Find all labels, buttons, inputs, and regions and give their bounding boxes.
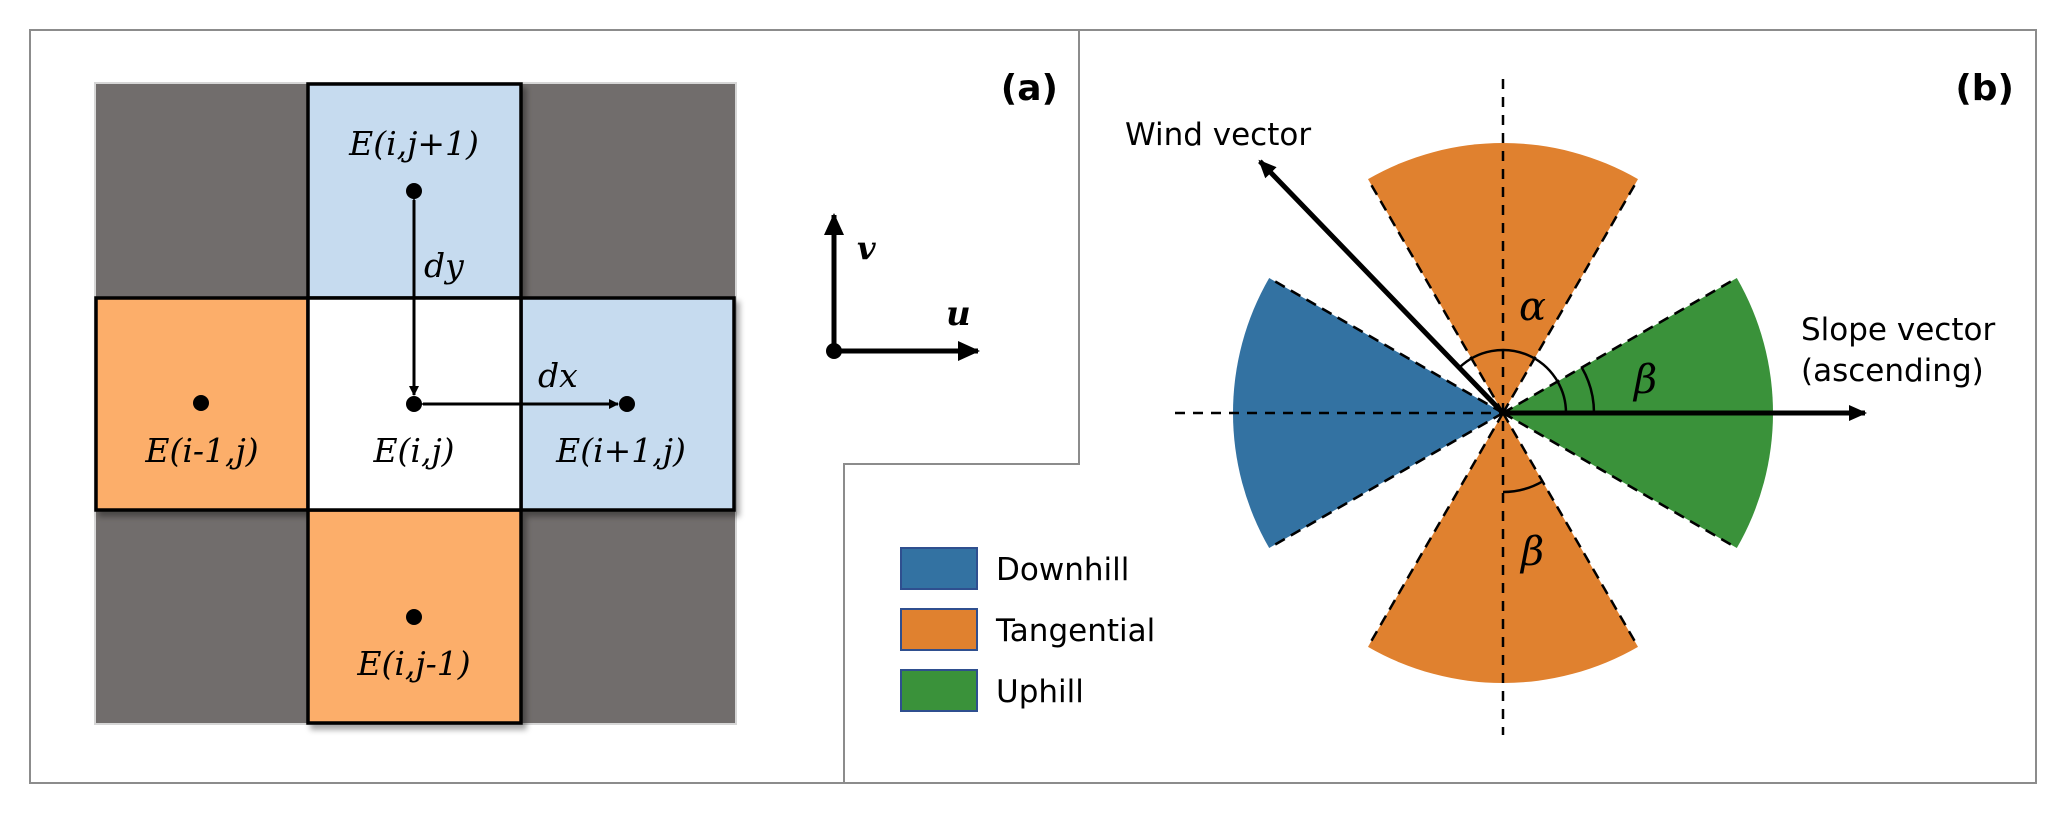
point-top — [406, 183, 422, 199]
sector-edge-uphill-cw — [1502, 411, 1738, 550]
beta-label-right: β — [1632, 357, 1657, 403]
v-axis-label: v — [857, 229, 876, 267]
wind-vector-label: Wind vector — [1125, 117, 1311, 153]
beta-angle-arc-right — [1580, 366, 1596, 414]
alpha-label: α — [1519, 284, 1546, 330]
sector-edge-tangential-top-ccw — [1366, 178, 1505, 414]
cell-center-label: E(i,j) — [372, 431, 454, 470]
legend-swatch-downhill — [900, 547, 978, 590]
sector-edge-downhill-cw — [1268, 276, 1504, 415]
beta-angle-arc-bottom — [1502, 480, 1544, 494]
alpha-angle-arc — [1458, 348, 1568, 414]
legend-label-uphill: Uphill — [996, 674, 1084, 710]
panel-a-label: (a) — [1001, 68, 1058, 109]
point-left — [193, 395, 209, 411]
sector-edge-downhill-ccw — [1268, 411, 1504, 550]
legend-label-tangential: Tangential — [995, 613, 1155, 649]
sector-edge-tangential-bottom-cw — [1366, 412, 1505, 648]
sector-downhill — [1232, 278, 1503, 548]
wind-vector-arrow — [1258, 159, 1505, 415]
u-axis-label: u — [946, 294, 971, 334]
dx-label: dx — [538, 356, 578, 395]
legend-swatch-uphill — [900, 669, 978, 712]
cell-right-label: E(i+1,j) — [555, 431, 686, 470]
dy-label: dy — [424, 246, 464, 285]
cell-bottom-label: E(i,j-1) — [356, 644, 470, 683]
legend-label-downhill: Downhill — [996, 552, 1129, 588]
cell-top-label: E(i,j+1) — [348, 124, 479, 163]
sector-edge-uphill-ccw — [1502, 276, 1738, 415]
slope-vector-label-line1: Slope vector — [1801, 312, 1995, 348]
panel-divider — [843, 30, 1080, 783]
point-center — [406, 396, 422, 412]
panel-b: Wind vector Slope vector (ascending) α β… — [1125, 68, 2014, 735]
sector-edge-tangential-bottom-ccw — [1501, 412, 1640, 648]
axis-origin — [826, 343, 842, 359]
point-right — [619, 396, 635, 412]
point-bottom — [406, 609, 422, 625]
beta-label-bottom: β — [1519, 529, 1544, 575]
panel-a: E(i,j+1) E(i-1,j) E(i,j) E(i+1,j) E(i,j-… — [94, 68, 1058, 725]
panel-b-label: (b) — [1955, 68, 2014, 109]
cell-left-label: E(i-1,j) — [144, 431, 258, 470]
legend-swatch-tangential — [900, 608, 978, 651]
slope-vector-label-line2: (ascending) — [1801, 353, 1984, 389]
figure-frame — [29, 29, 2037, 784]
sector-edge-tangential-top-cw — [1501, 178, 1640, 414]
